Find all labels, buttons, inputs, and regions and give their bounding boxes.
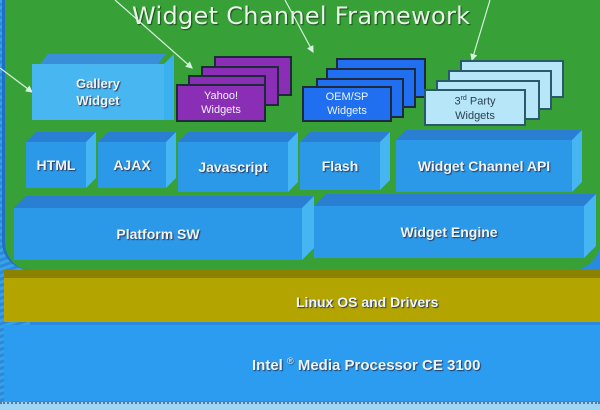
flash-block-top-face: [300, 132, 390, 142]
linux-layer-label: Linux OS and Drivers: [296, 294, 439, 310]
widget-engine-block-front-face: Widget Engine: [314, 206, 584, 258]
widget-channel-api-block-top-face: [396, 130, 582, 140]
html-block-front-face: HTML: [26, 142, 86, 188]
platform-sw-block: Platform SW: [14, 196, 314, 260]
oem-sp-widgets-stack: OEM/SP Widgets: [300, 58, 440, 122]
platform-sw-block-side-face: [302, 196, 314, 260]
linux-layer: [4, 278, 600, 322]
gallery-widget-line1: Gallery: [75, 76, 121, 91]
javascript-block: Javascript: [178, 132, 298, 192]
platform-sw-block-label: Platform SW: [116, 226, 200, 242]
yahoo-card-front: Yahoo! Widgets: [176, 84, 266, 122]
widget-channel-api-block-label: Widget Channel API: [417, 158, 551, 174]
oem-label-line2: Widgets: [327, 105, 367, 117]
javascript-block-front-face: Javascript: [178, 142, 288, 192]
intel-hardware-layer: [4, 325, 600, 401]
flash-block-label: Flash: [321, 158, 359, 174]
gallery-widget-block: Gallery Widget: [32, 54, 174, 120]
third-party-card-front: 3rd Party Widgets: [424, 89, 526, 126]
widget-channel-api-block: Widget Channel API: [396, 130, 582, 192]
html-block-label: HTML: [36, 157, 76, 173]
framework-title: Widget Channel Framework: [132, 2, 471, 30]
bottom-dashed-border: [0, 402, 600, 410]
ajax-block-label: AJAX: [113, 157, 151, 173]
flash-block: Flash: [300, 132, 390, 190]
third-party-label-line2: Widgets: [455, 109, 495, 122]
third-party-widgets-stack: 3rd Party Widgets: [424, 60, 574, 126]
third-party-label-line1: 3rd Party: [454, 95, 496, 108]
javascript-block-side-face: [288, 132, 298, 192]
widget-engine-block-label: Widget Engine: [400, 224, 498, 240]
flash-block-side-face: [380, 132, 390, 190]
javascript-block-label: Javascript: [198, 159, 268, 175]
gallery-widget-line2: Widget: [76, 93, 120, 108]
widget-engine-block-top-face: [314, 194, 596, 206]
yahoo-label-line2: Widgets: [201, 104, 241, 116]
widget-channel-api-block-side-face: [572, 130, 582, 192]
widget-channel-api-block-front-face: Widget Channel API: [396, 140, 572, 192]
html-block-side-face: [86, 132, 96, 188]
ajax-block-front-face: AJAX: [98, 142, 166, 188]
platform-sw-block-top-face: [14, 196, 314, 208]
html-block-top-face: [26, 132, 96, 142]
yahoo-label-line1: Yahoo!: [203, 90, 239, 102]
intel-hardware-label: Intel ® Media Processor CE 3100: [252, 356, 481, 374]
yahoo-widgets-stack: Yahoo! Widgets: [176, 56, 294, 122]
oem-label-line1: OEM/SP: [325, 91, 369, 103]
oem-card-front: OEM/SP Widgets: [302, 86, 392, 122]
html-block: HTML: [26, 132, 96, 188]
flash-block-front-face: Flash: [300, 142, 380, 190]
ajax-block-side-face: [166, 132, 176, 188]
ajax-block: AJAX: [98, 132, 176, 188]
widget-engine-block-side-face: [584, 194, 596, 258]
javascript-block-top-face: [178, 132, 298, 142]
platform-sw-block-front-face: Platform SW: [14, 208, 302, 260]
ajax-block-top-face: [98, 132, 176, 142]
widget-engine-block: Widget Engine: [314, 194, 596, 258]
